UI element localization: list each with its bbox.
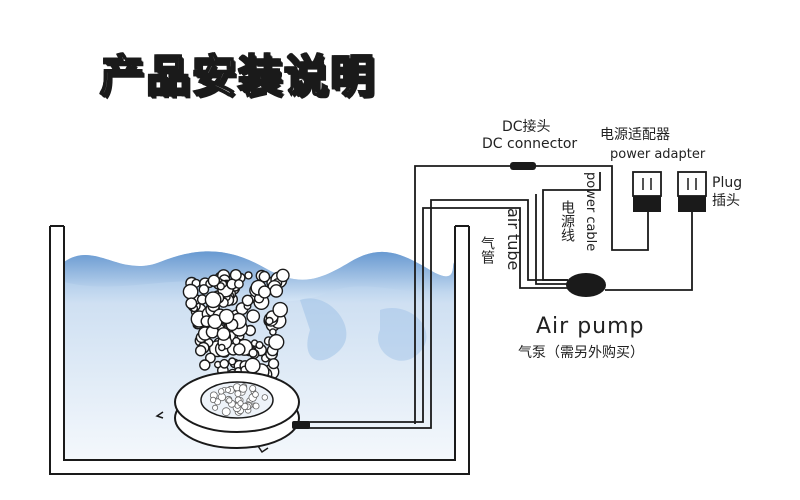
stone-pore [210,396,217,403]
stone-pore [221,407,231,417]
stone-pore [252,402,260,410]
bubble [258,285,272,299]
power-cable-label-cn: 电源线 [559,200,575,242]
stone-pore [261,394,268,401]
power-adapter [632,171,662,212]
bubble [232,336,241,346]
power-adapter-label-cn: 电源适配器 [600,127,670,143]
bubble [194,345,207,357]
bubble [218,308,235,325]
bubble [185,297,198,310]
bubble [248,348,258,358]
stone-pore [212,404,219,411]
bubble [207,274,221,287]
air-pump-label-cn: 气泵（需另外购买） [518,345,644,361]
bubble [246,309,261,324]
bubble [268,358,280,370]
power-adapter-label-en: power adapter [610,147,706,162]
bubble [241,294,254,307]
tank-outline [49,225,470,475]
bubble [272,301,289,318]
bubble [199,359,211,371]
air-tube [292,199,568,429]
air-pump-label-en: Air pump [536,314,645,339]
bubble [255,341,264,350]
stone-pore [252,391,259,398]
dc-connector-label-en: DC connector [482,136,578,152]
bubble [232,342,246,356]
air-tube-label-en: air tube [504,208,523,271]
power-cable-label-en: power cable [583,172,598,252]
air-tube-label-cn: 气管 [479,236,495,264]
bubble [269,284,284,298]
bubble [216,327,231,341]
stone-pore [237,400,244,407]
plug-label-en: Plug [712,175,743,191]
bubble [228,357,237,366]
bubble [244,271,253,280]
bubble [233,279,244,289]
bubble [204,291,222,309]
page-title: 产品安装说明 [99,50,376,103]
bubble [182,283,199,300]
stone-pore [224,386,231,393]
power-cable [414,162,693,424]
plug [677,171,707,212]
bubble [216,282,226,291]
bubble [217,343,226,352]
stone-pore [249,384,257,392]
stone-pore [226,397,233,404]
bubble [258,270,271,283]
dc-connector-label-cn: DC接头 [502,119,551,135]
bubble [269,328,277,336]
air-stone [155,371,300,454]
bubble [276,268,290,283]
bubble [244,357,261,374]
bubble-column [182,268,290,383]
air-pump-body [566,273,606,297]
bubble [198,284,210,295]
stone-pore [217,388,225,395]
plug-label-cn: 插头 [712,193,740,209]
bubble [265,316,274,326]
stone-pore [238,384,248,393]
bubble [219,358,230,369]
stone-pore [234,390,242,398]
bubble [268,334,285,351]
